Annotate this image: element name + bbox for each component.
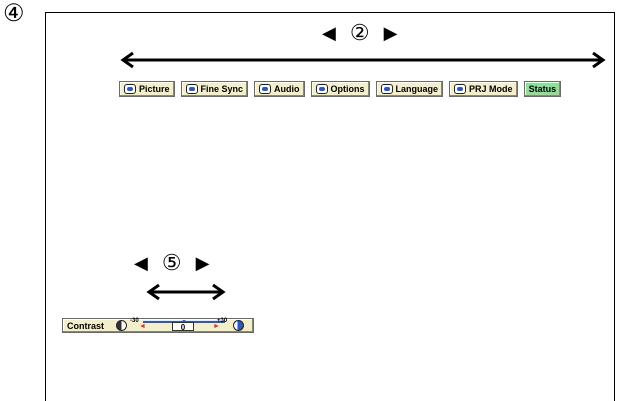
display-frame — [45, 12, 615, 401]
left-triangle-icon: ◀ — [134, 253, 148, 273]
options-icon — [315, 84, 328, 94]
menu-nav-indicator: ◀ ② ▶ — [322, 22, 397, 44]
tab-label: Language — [395, 84, 439, 94]
step-label-5: ⑤ — [161, 250, 182, 275]
increase-marker-icon[interactable]: ► — [213, 323, 220, 330]
horizontal-double-arrow-icon — [146, 283, 226, 301]
adjustment-value: 0 — [172, 322, 194, 332]
tab-audio[interactable]: Audio — [254, 81, 305, 97]
picture-icon — [124, 84, 136, 94]
adjustment-label: Contrast — [67, 321, 105, 331]
projector-mode-icon — [454, 84, 467, 94]
language-speech-icon — [380, 84, 393, 94]
right-triangle-icon: ▶ — [195, 253, 210, 273]
min-value-label: -30 — [130, 318, 139, 324]
adjust-nav-indicator: ◀ ⑤ ▶ — [134, 252, 209, 274]
tab-picture[interactable]: Picture — [119, 81, 175, 97]
left-triangle-icon: ◀ — [322, 23, 336, 43]
horizontal-double-arrow-icon — [120, 51, 606, 69]
tab-label: Options — [330, 84, 365, 94]
contrast-high-icon — [233, 320, 244, 331]
contrast-adjustment-bar[interactable]: Contrast -30 ◄ 0 ► +30 — [62, 318, 254, 333]
tab-fine-sync[interactable]: Fine Sync — [180, 81, 249, 97]
right-triangle-icon: ▶ — [383, 23, 398, 43]
tab-label: PRJ Mode — [469, 84, 513, 94]
fine-sync-icon — [185, 84, 198, 94]
step-label-2: ② — [349, 20, 370, 45]
tab-label: Picture — [139, 84, 170, 94]
audio-speaker-icon — [259, 84, 272, 94]
tab-label: Status — [528, 84, 557, 94]
tab-prj-mode[interactable]: PRJ Mode — [449, 81, 518, 97]
step-label-4: ④ — [3, 0, 25, 27]
max-value-label: +30 — [217, 318, 228, 324]
decrease-marker-icon[interactable]: ◄ — [139, 323, 146, 330]
tab-label: Audio — [274, 84, 300, 94]
tab-label: Fine Sync — [200, 84, 244, 94]
contrast-low-icon — [116, 320, 127, 331]
tab-status[interactable]: Status — [523, 81, 562, 97]
tab-language[interactable]: Language — [375, 81, 444, 97]
tab-options[interactable]: Options — [310, 81, 370, 97]
menu-bar: Picture Fine Sync Audio Options Language… — [119, 81, 562, 97]
